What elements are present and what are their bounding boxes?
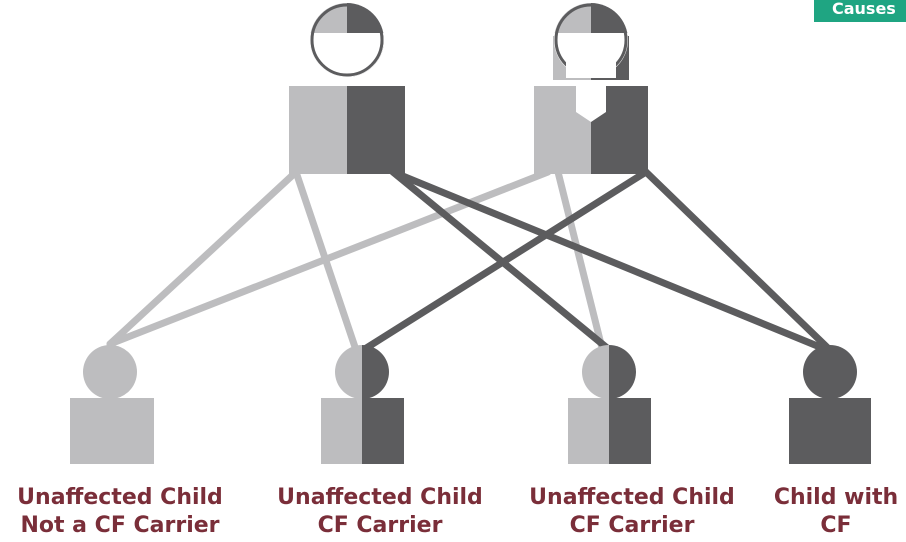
child-4-label-line2: CF [820,513,852,538]
line-father-dark-to-child-4 [389,168,836,356]
child-2-carrier-icon [321,345,404,464]
child-4-affected-icon [789,345,871,464]
line-mother-to-child-1 [106,168,552,348]
child-3-label-line1: Unaffected Child [529,485,735,510]
child-3-label-line2: CF Carrier [569,513,695,538]
child-1-label-line2: Not a CF Carrier [20,513,220,538]
child-1-label-line1: Unaffected Child [17,485,223,510]
causes-badge: Causes [814,0,906,22]
mother-carrier-icon [534,3,648,174]
child-2-label-line2: CF Carrier [317,513,443,538]
line-father-to-child-1 [106,168,300,348]
connection-lines [106,168,836,356]
line-mother-to-child-3 [554,168,607,356]
child-4-label-line1: Child with [773,485,899,510]
child-2-label: Unaffected Child CF Carrier [260,484,500,540]
child-4-label: Child with CF [756,484,906,540]
child-1-unaffected-icon [70,345,154,464]
father-carrier-icon [289,3,405,174]
line-mother-dark-to-child-4 [642,168,836,356]
child-1-label: Unaffected Child Not a CF Carrier [0,484,240,540]
child-3-label: Unaffected Child CF Carrier [512,484,752,540]
child-3-carrier-icon [568,345,651,464]
line-mother-dark-to-child-2 [356,168,650,356]
child-2-label-line1: Unaffected Child [277,485,483,510]
